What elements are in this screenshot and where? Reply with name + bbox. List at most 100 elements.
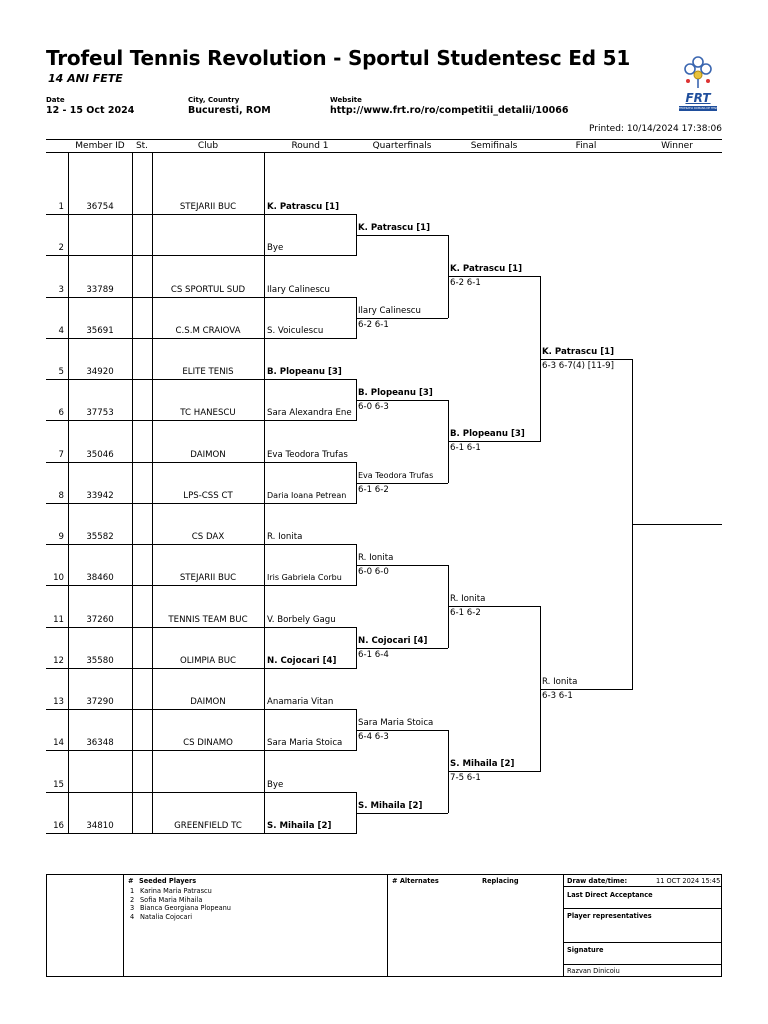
bracket-line [46,627,264,628]
bracket-line [264,297,356,298]
club-name: C.S.M CRAIOVA [175,326,241,336]
semifinal-winner: R. Ionita [450,594,486,604]
round1-player: Bye [267,780,284,790]
col-quarterfinals: Quarterfinals [372,141,432,151]
draw-position: 11 [53,615,64,625]
club-name: DAIMON [190,450,226,460]
frt-logo: FRT FEDERATIA ROMANA DE TENIS [676,48,720,116]
website-link[interactable]: http://www.frt.ro/ro/competitii_detalii/… [330,105,569,116]
quarterfinal-score: 6-1 6-2 [358,485,389,495]
bracket-line [356,565,448,566]
draw-position: 13 [53,697,64,707]
member-id: 33942 [86,491,114,501]
seeded-number: 4 [130,912,135,921]
bracket-line [46,750,264,751]
member-id: 35046 [86,450,114,460]
col-st: St. [135,141,149,151]
seeded-player-name: Natalia Cojocari [140,912,193,921]
bracket-line [448,606,540,607]
club-name: OLIMPIA BUC [179,656,236,666]
col-member-id: Member ID [75,141,125,151]
bracket-line [356,400,448,401]
seeded-title: Seeded Players [139,877,197,885]
draw-position: 14 [53,738,64,748]
bracket-line [448,771,540,772]
club-name: CS DINAMO [183,738,233,748]
date-value: 12 - 15 Oct 2024 [46,105,135,116]
member-id: 35691 [86,326,114,336]
date-label: Date [46,96,65,104]
col-round1: Round 1 [291,141,329,151]
quarterfinal-score: 6-2 6-1 [358,320,389,330]
player-representatives: Player representatives [567,912,652,920]
quarterfinal-winner: N. Cojocari [4] [358,636,428,646]
bracket-line [46,668,264,669]
draw-position: 15 [53,780,64,790]
bracket-line [540,689,632,690]
round1-player: Bye [267,243,284,253]
draw-position: 1 [58,202,64,212]
bracket-line [132,153,133,834]
city-label: City, Country [188,96,240,104]
bracket-line [68,153,69,834]
round1-player: Iris Gabriela Corbu [267,573,342,582]
bracket-line [264,668,356,669]
round1-player: Sara Alexandra Ene [267,408,352,418]
bracket-line [356,730,448,731]
bracket-line [264,709,356,710]
club-name: ELITE TENIS [182,367,234,377]
round1-player: Anamaria Vitan [267,697,334,707]
col-semifinals: Semifinals [470,141,518,151]
city-value: Bucuresti, ROM [188,105,271,116]
last-direct-acceptance: Last Direct Acceptance [567,891,653,899]
bracket-line [264,420,356,421]
bracket-line [46,833,264,834]
final-score: 6-3 6-7(4) [11-9] [542,361,614,371]
bracket-line [46,709,264,710]
quarterfinal-score: 6-0 6-0 [358,567,389,577]
bracket-line [264,833,356,834]
frt-emblem-icon [679,56,717,111]
semifinal-score: 6-1 6-2 [450,608,481,618]
round1-player: N. Cojocari [4] [267,656,337,666]
draw-position: 16 [53,821,64,831]
bracket-line [264,214,356,215]
website-label: Website [330,96,362,104]
bracket-line [46,420,264,421]
semifinal-score: 7-5 6-1 [450,773,481,783]
round1-player: V. Borbely Gagu [267,615,336,625]
quarterfinal-score: 6-0 6-3 [358,402,389,412]
page-title: Trofeul Tennis Revolution - Sportul Stud… [46,46,631,70]
member-id: 36348 [86,738,114,748]
bracket-line [632,524,722,525]
club-name: LPS-CSS CT [183,491,233,501]
logo-caption: FEDERATIA ROMANA DE TENIS [679,107,719,110]
quarterfinal-winner: Sara Maria Stoica [358,718,434,728]
col-winner: Winner [661,141,693,151]
bracket-line [46,462,264,463]
col-club: Club [197,141,219,151]
draw-date-label: Draw date/time: [567,877,628,885]
club-name: STEJARII BUC [179,573,237,583]
final-player: R. Ionita [542,677,578,687]
club-name: DAIMON [190,697,226,707]
quarterfinal-winner: Eva Teodora Trufas [358,471,434,480]
member-id: 37260 [86,615,114,625]
member-id: 38460 [86,573,114,583]
round1-player: S. Mihaila [2] [267,821,332,831]
club-name: CS DAX [191,532,225,542]
member-id: 36754 [86,202,114,212]
quarterfinal-winner: B. Plopeanu [3] [358,388,433,398]
round1-player: R. Ionita [267,532,303,542]
bracket-line [46,792,264,793]
club-name: GREENFIELD TC [174,821,242,831]
quarterfinal-score: 6-1 6-4 [358,650,389,660]
bracket-line [46,379,264,380]
replacing-title: Replacing [482,877,519,885]
seeded-player-name: Bianca Georgiana Plopeanu [140,904,231,912]
round1-player: Ilary Calinescu [267,285,330,295]
bracket-line [264,255,356,256]
club-name: STEJARII BUC [179,202,237,212]
draw-position: 7 [58,450,64,460]
bracket-line [356,648,448,649]
